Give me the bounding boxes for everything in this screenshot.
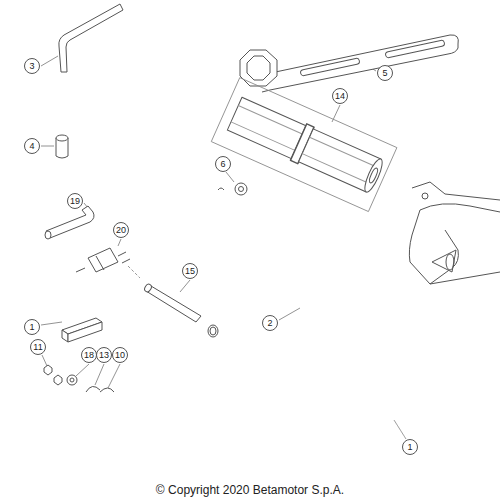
callout-number: 13	[96, 347, 112, 363]
nut	[218, 183, 247, 195]
leader-lines	[41, 56, 406, 439]
allen-key	[59, 4, 123, 72]
callout-number: 4	[24, 138, 40, 154]
rod	[143, 283, 218, 337]
cap	[56, 135, 68, 158]
callout-number: 10	[112, 347, 128, 363]
copyright-note: © Copyright 2020 Betamotor S.p.A.	[156, 483, 344, 497]
block	[62, 318, 102, 342]
elbow-hose	[45, 206, 94, 239]
callout-number: 6	[215, 156, 231, 172]
callout-number: 20	[113, 222, 129, 238]
callout-number: 15	[182, 263, 198, 279]
callout-number: 5	[377, 65, 393, 81]
callout-number: 19	[67, 193, 83, 209]
tool-tube	[211, 78, 397, 212]
callout-number: 18	[81, 347, 97, 363]
callout-number: 14	[332, 88, 348, 104]
callout-number: 1	[402, 439, 418, 455]
small-parts	[44, 365, 114, 392]
silencer	[409, 182, 500, 284]
fuel-filter	[76, 248, 140, 278]
callout-number: 1	[24, 319, 40, 335]
callout-number: 3	[24, 58, 40, 74]
callout-number: 11	[30, 339, 46, 355]
callout-number: 2	[262, 315, 278, 331]
ring-wrench	[240, 35, 458, 92]
